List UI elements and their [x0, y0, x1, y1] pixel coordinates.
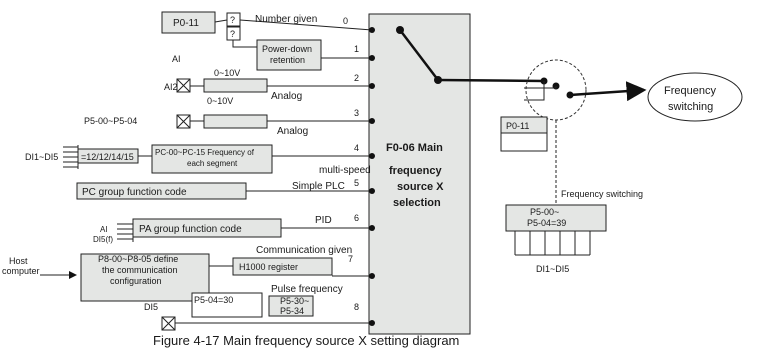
channel-7-label: Communication given	[256, 245, 352, 256]
question-mark-2: ?	[230, 29, 235, 39]
channel-1-num: 1	[354, 44, 359, 54]
comm-config-box	[80, 253, 210, 302]
channel-8-label: Pulse frequency	[271, 284, 343, 295]
figure-caption: Figure 4-17 Main frequency source X sett…	[153, 333, 459, 348]
pc-group-label: PC group function code	[82, 187, 187, 198]
p5-04-39-line2: P5-04=39	[527, 218, 566, 228]
host-line1: Host	[9, 256, 28, 266]
channel-6-label: PID	[315, 215, 332, 226]
question-box-1	[226, 12, 241, 27]
multi-speed-pc-line1: PC-00~PC-15 Frequency of	[155, 148, 255, 157]
main-selector-block	[368, 13, 471, 335]
di1-di5-right-label: DI1~DI5	[536, 264, 569, 274]
power-down-retention-box	[256, 39, 322, 71]
p5-30-line2: P5-34	[280, 306, 304, 316]
freq-switching-label: Frequency switching	[561, 189, 643, 199]
di5-label: DI5	[144, 302, 158, 312]
ai3-range: 0~10V	[207, 96, 233, 106]
param-p0-11-box	[161, 11, 216, 34]
main-block-line3: source X	[397, 181, 444, 193]
pa-di5f-label: DI5(f)	[93, 235, 113, 244]
p5-00-p5-04-label: P5-00~P5-04	[84, 116, 137, 126]
ai2-range: 0~10V	[214, 68, 240, 78]
p5-30-p5-34-box	[268, 295, 314, 317]
channel-2-label: Analog	[271, 91, 302, 102]
channel-5-label: Simple PLC	[292, 181, 345, 192]
main-block-line1: F0-06 Main	[386, 142, 443, 154]
channel-3-num: 3	[354, 108, 359, 118]
pa-ai-label: AI	[100, 225, 108, 234]
channel-5-num: 5	[354, 178, 359, 188]
channel-4-num: 4	[354, 143, 359, 153]
multi-speed-pc-line2: each segment	[187, 159, 238, 168]
ai-label: AI	[172, 54, 181, 64]
p5-30-line1: P5-30~	[280, 296, 309, 306]
p5-04-30-label: P5-04=30	[194, 295, 233, 305]
channel-0-label: Number given	[255, 14, 317, 25]
h1000-register-label: H1000 register	[239, 262, 298, 272]
frequency-switching-output	[647, 72, 743, 122]
di1-di5-left-label: DI1~DI5	[25, 152, 58, 162]
ai3-filter-box	[203, 114, 268, 129]
param-p0-11-label: P0-11	[173, 18, 199, 29]
channel-0-num: 0	[343, 16, 348, 26]
param-p0-11-right-label: P0-11	[506, 121, 529, 131]
comm-config-line2: the communication	[102, 265, 178, 275]
host-line2: computer	[2, 266, 40, 276]
p5-00-p5-04-39-box	[505, 204, 607, 232]
pa-group-label: PA group function code	[139, 224, 242, 235]
p5-00-line1: P5-00~	[530, 207, 559, 217]
comm-config-line3: configuration	[110, 276, 162, 286]
main-block-line2: frequency	[389, 165, 442, 177]
multi-speed-pc-box	[151, 144, 273, 174]
multi-speed-terminal-value: =12/12/14/15	[81, 152, 134, 162]
h1000-register-box	[232, 257, 333, 276]
param-p0-11-right-subbox	[500, 132, 548, 152]
channel-6-num: 6	[354, 213, 359, 223]
channel-3-label: Analog	[277, 126, 308, 137]
comm-config-line1: P8-00~P8-05 define	[98, 254, 178, 264]
output-line1: Frequency	[664, 85, 716, 97]
power-down-line2: retention	[270, 55, 305, 65]
channel-4-label: multi-speed	[319, 165, 371, 176]
power-down-line1: Power-down	[262, 44, 312, 54]
channel-7-num: 7	[348, 254, 353, 264]
channel-8-num: 8	[354, 302, 359, 312]
ai2-filter-box	[203, 78, 268, 93]
output-line2: switching	[668, 101, 713, 113]
main-block-line4: selection	[393, 197, 441, 209]
question-mark-1: ?	[230, 15, 235, 25]
ai2-label: AI2	[164, 82, 178, 92]
p5-04-30-box	[191, 292, 263, 318]
channel-2-num: 2	[354, 73, 359, 83]
